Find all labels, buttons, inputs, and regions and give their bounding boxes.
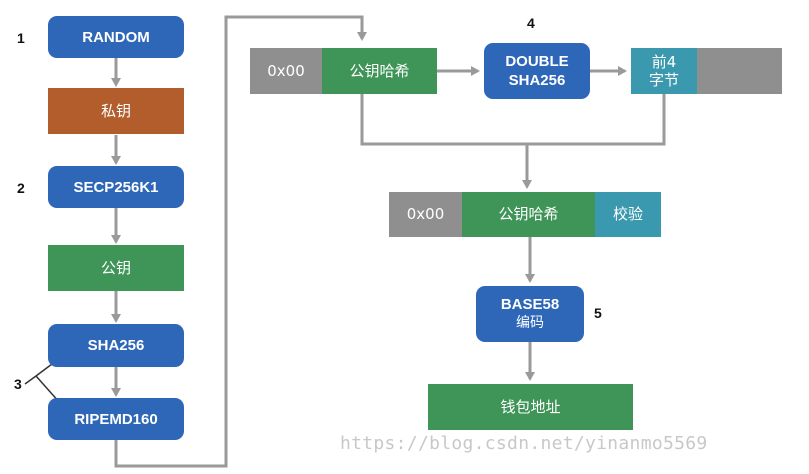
watermark: https://blog.csdn.net/yinanmo5569 <box>340 433 708 454</box>
version-prefix-mid: 0x00 <box>389 192 462 237</box>
double-sha256-node: DOUBLE SHA256 <box>484 43 590 99</box>
private-key-node: 私钥 <box>48 88 184 134</box>
base58-line2: 编码 <box>516 315 544 331</box>
step-number-2: 2 <box>17 180 25 196</box>
checksum-node: 校验 <box>595 192 661 237</box>
pubkey-hash-top: 公钥哈希 <box>322 48 437 94</box>
merge-from-first4 <box>527 94 666 146</box>
first-4-bytes-line2: 字节 <box>648 71 679 89</box>
step-number-4: 4 <box>527 15 535 31</box>
base58-line1: BASE58 <box>500 296 560 313</box>
double-sha256-line2: SHA256 <box>508 72 566 89</box>
step-number-5: 5 <box>594 305 602 321</box>
public-key-node: 公钥 <box>48 245 184 291</box>
ripemd160-node: RIPEMD160 <box>48 398 184 440</box>
first-4-bytes-node: 前4 字节 <box>631 48 697 94</box>
arrow-ripemd-to-hash <box>114 15 367 468</box>
base58-encode-node: BASE58 编码 <box>476 286 584 342</box>
remaining-bytes-node <box>697 48 782 94</box>
first-4-bytes-line1: 前4 <box>651 53 677 71</box>
random-node: RANDOM <box>48 16 184 58</box>
secp256k1-node: SECP256K1 <box>48 166 184 208</box>
step-number-3: 3 <box>14 376 22 392</box>
sha256-node: SHA256 <box>48 324 184 367</box>
step-number-1: 1 <box>17 30 25 46</box>
merge-from-hash <box>360 94 527 146</box>
version-prefix-top: 0x00 <box>250 48 322 94</box>
pubkey-hash-mid: 公钥哈希 <box>462 192 595 237</box>
wallet-address-node: 钱包地址 <box>428 384 633 430</box>
step3-bracket <box>24 363 53 385</box>
double-sha256-line1: DOUBLE <box>505 53 569 70</box>
